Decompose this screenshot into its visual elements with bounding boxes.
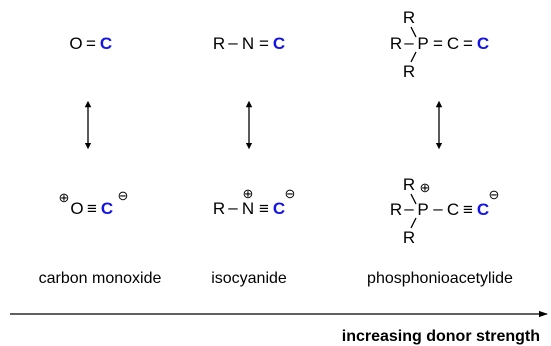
phos-top-r-up: R [403, 8, 415, 27]
co-negative-charge: ⊖ [118, 188, 129, 203]
iso-bottom-carbon: C [273, 199, 285, 218]
iso-negative-charge: ⊖ [285, 186, 296, 201]
phos-bottom-phosphorus: P [417, 200, 428, 219]
iso-bottom-single-bond: – [228, 198, 238, 217]
phos-top-double-bond-1: = [433, 34, 443, 53]
isocyanide-bottom-structure: R – ⊕ N ≡ C ⊖ [213, 186, 296, 218]
phos-bottom-triple-bond: ≡ [463, 200, 473, 219]
label-isocyanide: isocyanide [211, 270, 287, 287]
phos-bottom-r-left: R [390, 200, 402, 219]
phos-bottom-r-up: R [403, 175, 415, 194]
iso-top-carbon: C [273, 34, 285, 53]
phos-negative-charge: ⊖ [489, 187, 500, 202]
iso-bottom-r: R [213, 199, 225, 218]
phos-bottom-r-down: R [403, 228, 415, 247]
phos-bottom-carbon-1: C [447, 200, 459, 219]
phos-bottom-single-bond-1: – [404, 199, 414, 218]
co-bottom-carbon: C [101, 199, 113, 218]
co-top-structure: O = C [69, 34, 112, 53]
co-bottom-oxygen: O [70, 199, 83, 218]
phosphonio-top-structure: R R – P R = C = C [390, 8, 489, 81]
phos-top-r-down: R [403, 62, 415, 81]
phos-top-carbon-2: C [477, 34, 489, 53]
phos-top-carbon-1: C [447, 34, 459, 53]
co-positive-charge: ⊕ [59, 190, 70, 205]
phos-top-phosphorus: P [417, 34, 428, 53]
co-bottom-triple-bond: ≡ [87, 199, 97, 218]
co-top-carbon: C [100, 34, 112, 53]
isocyanide-top-structure: R – N = C [213, 33, 285, 53]
co-bottom-structure: ⊕ O ≡ C ⊖ [59, 188, 129, 218]
co-top-double-bond: = [86, 34, 96, 53]
phos-top-bond-up [410, 26, 417, 38]
iso-bottom-nitrogen: N [242, 199, 254, 218]
phos-bottom-bond-down [410, 217, 417, 229]
label-phosphonioacetylide: phosphonioacetylide [367, 270, 513, 287]
phos-bottom-single-bond-2: – [433, 199, 443, 218]
phosphonio-bottom-structure: R ⊕ R – P R – C ≡ C ⊖ [390, 175, 500, 247]
label-carbon-monoxide: carbon monoxide [39, 270, 162, 287]
iso-positive-charge: ⊕ [243, 186, 254, 201]
iso-top-double-bond: = [259, 34, 269, 53]
iso-top-nitrogen: N [242, 34, 254, 53]
phos-positive-charge: ⊕ [420, 180, 431, 195]
iso-top-r: R [213, 34, 225, 53]
phos-top-bond-down [410, 51, 417, 63]
phos-bottom-bond-up [410, 193, 417, 205]
phos-bottom-carbon-2: C [477, 200, 489, 219]
iso-bottom-triple-bond: ≡ [259, 199, 269, 218]
iso-top-single-bond: – [228, 33, 238, 52]
phos-top-single-bond: – [404, 33, 414, 52]
phos-top-r-left: R [390, 34, 402, 53]
co-top-oxygen: O [69, 34, 82, 53]
donor-strength-label: increasing donor strength [342, 328, 540, 345]
phos-top-double-bond-2: = [463, 34, 473, 53]
